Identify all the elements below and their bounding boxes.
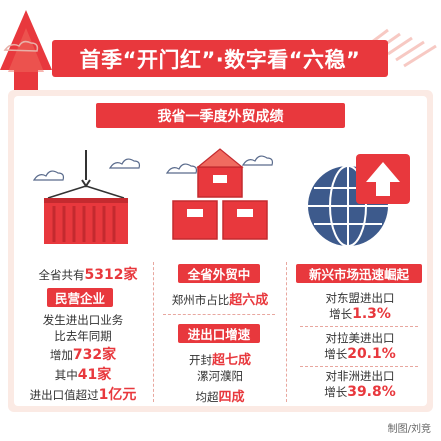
stat-label: 增长 [324,385,348,399]
growth-rate-badge: 进出口增速 [178,324,260,343]
stat-desc-line1: 发生进出口业务 [42,313,124,327]
emerging-markets-badge: 新兴市场迅速崛起 [296,264,422,283]
asean-growth: 增长1.3% [300,306,420,322]
stat-value: 1.3% [352,306,391,322]
globe-arrow-icon [308,154,410,247]
stat-label: 郑州市占比 [171,293,230,307]
column-divider [153,262,155,402]
stat-increase: 增加732家 [28,344,138,364]
stat-value: 732家 [72,347,117,363]
header-background [0,10,437,95]
row-divider [300,326,418,328]
kaifeng-growth: 开封超七成 [160,349,280,368]
stat-value: 超六成 [229,293,269,308]
africa-growth: 增长39.8% [300,384,420,400]
stat-label: 增长 [329,307,353,321]
stat-value: 超七成 [211,353,251,368]
stat-total-companies: 全省共有5312家 [28,264,148,284]
column-divider [286,262,288,402]
stat-value: 39.8% [347,384,396,400]
row-divider [163,314,275,316]
stat-label: 其中 [54,368,78,382]
africa-label: 对非洲进出口 [325,369,395,383]
section-subtitle: 我省一季度外贸成绩 [96,103,345,128]
stat-label: 均超 [195,390,219,404]
row-divider [300,366,418,368]
luohe-puyang-growth: 均超四成 [160,386,280,405]
asean-label: 对东盟进出口 [325,291,395,305]
stat-value: 1亿元 [98,387,137,403]
stat-label: 增加 [49,348,73,362]
cloud-icon [3,40,39,52]
trade-share-badge: 全省外贸中 [178,264,260,283]
content-panel-inner [14,96,427,406]
luohe-puyang: 漯河濮阳 [197,369,243,383]
credit-text: 制图/刘竞 [387,424,431,435]
stat-label: 进出口值超过 [29,388,99,402]
stacked-boxes-icon [165,148,274,240]
stat-label: 增长 [324,347,348,361]
stat-desc-line2: 比去年同期 [54,329,112,343]
stat-label: 开封 [188,353,212,367]
private-enterprise-badge: 民营企业 [47,288,113,307]
stat-value: 20.1% [347,346,396,362]
stat-value: 5312家 [84,267,138,283]
stat-over-100m: 进出口值超过1亿元 [20,384,146,404]
latam-label: 对拉美进出口 [325,331,395,345]
stat-value: 41家 [77,367,112,383]
latam-growth: 增长20.1% [300,346,420,362]
stat-large-companies: 其中41家 [28,364,138,384]
stat-value: 四成 [218,390,245,405]
zhengzhou-share: 郑州市占比超六成 [160,289,280,308]
stat-label: 全省共有 [38,268,85,282]
upward-arrow-icon [0,10,52,95]
page-title: 首季“开门红”·数字看“六稳” [52,40,388,77]
container-crane-icon [32,150,141,244]
